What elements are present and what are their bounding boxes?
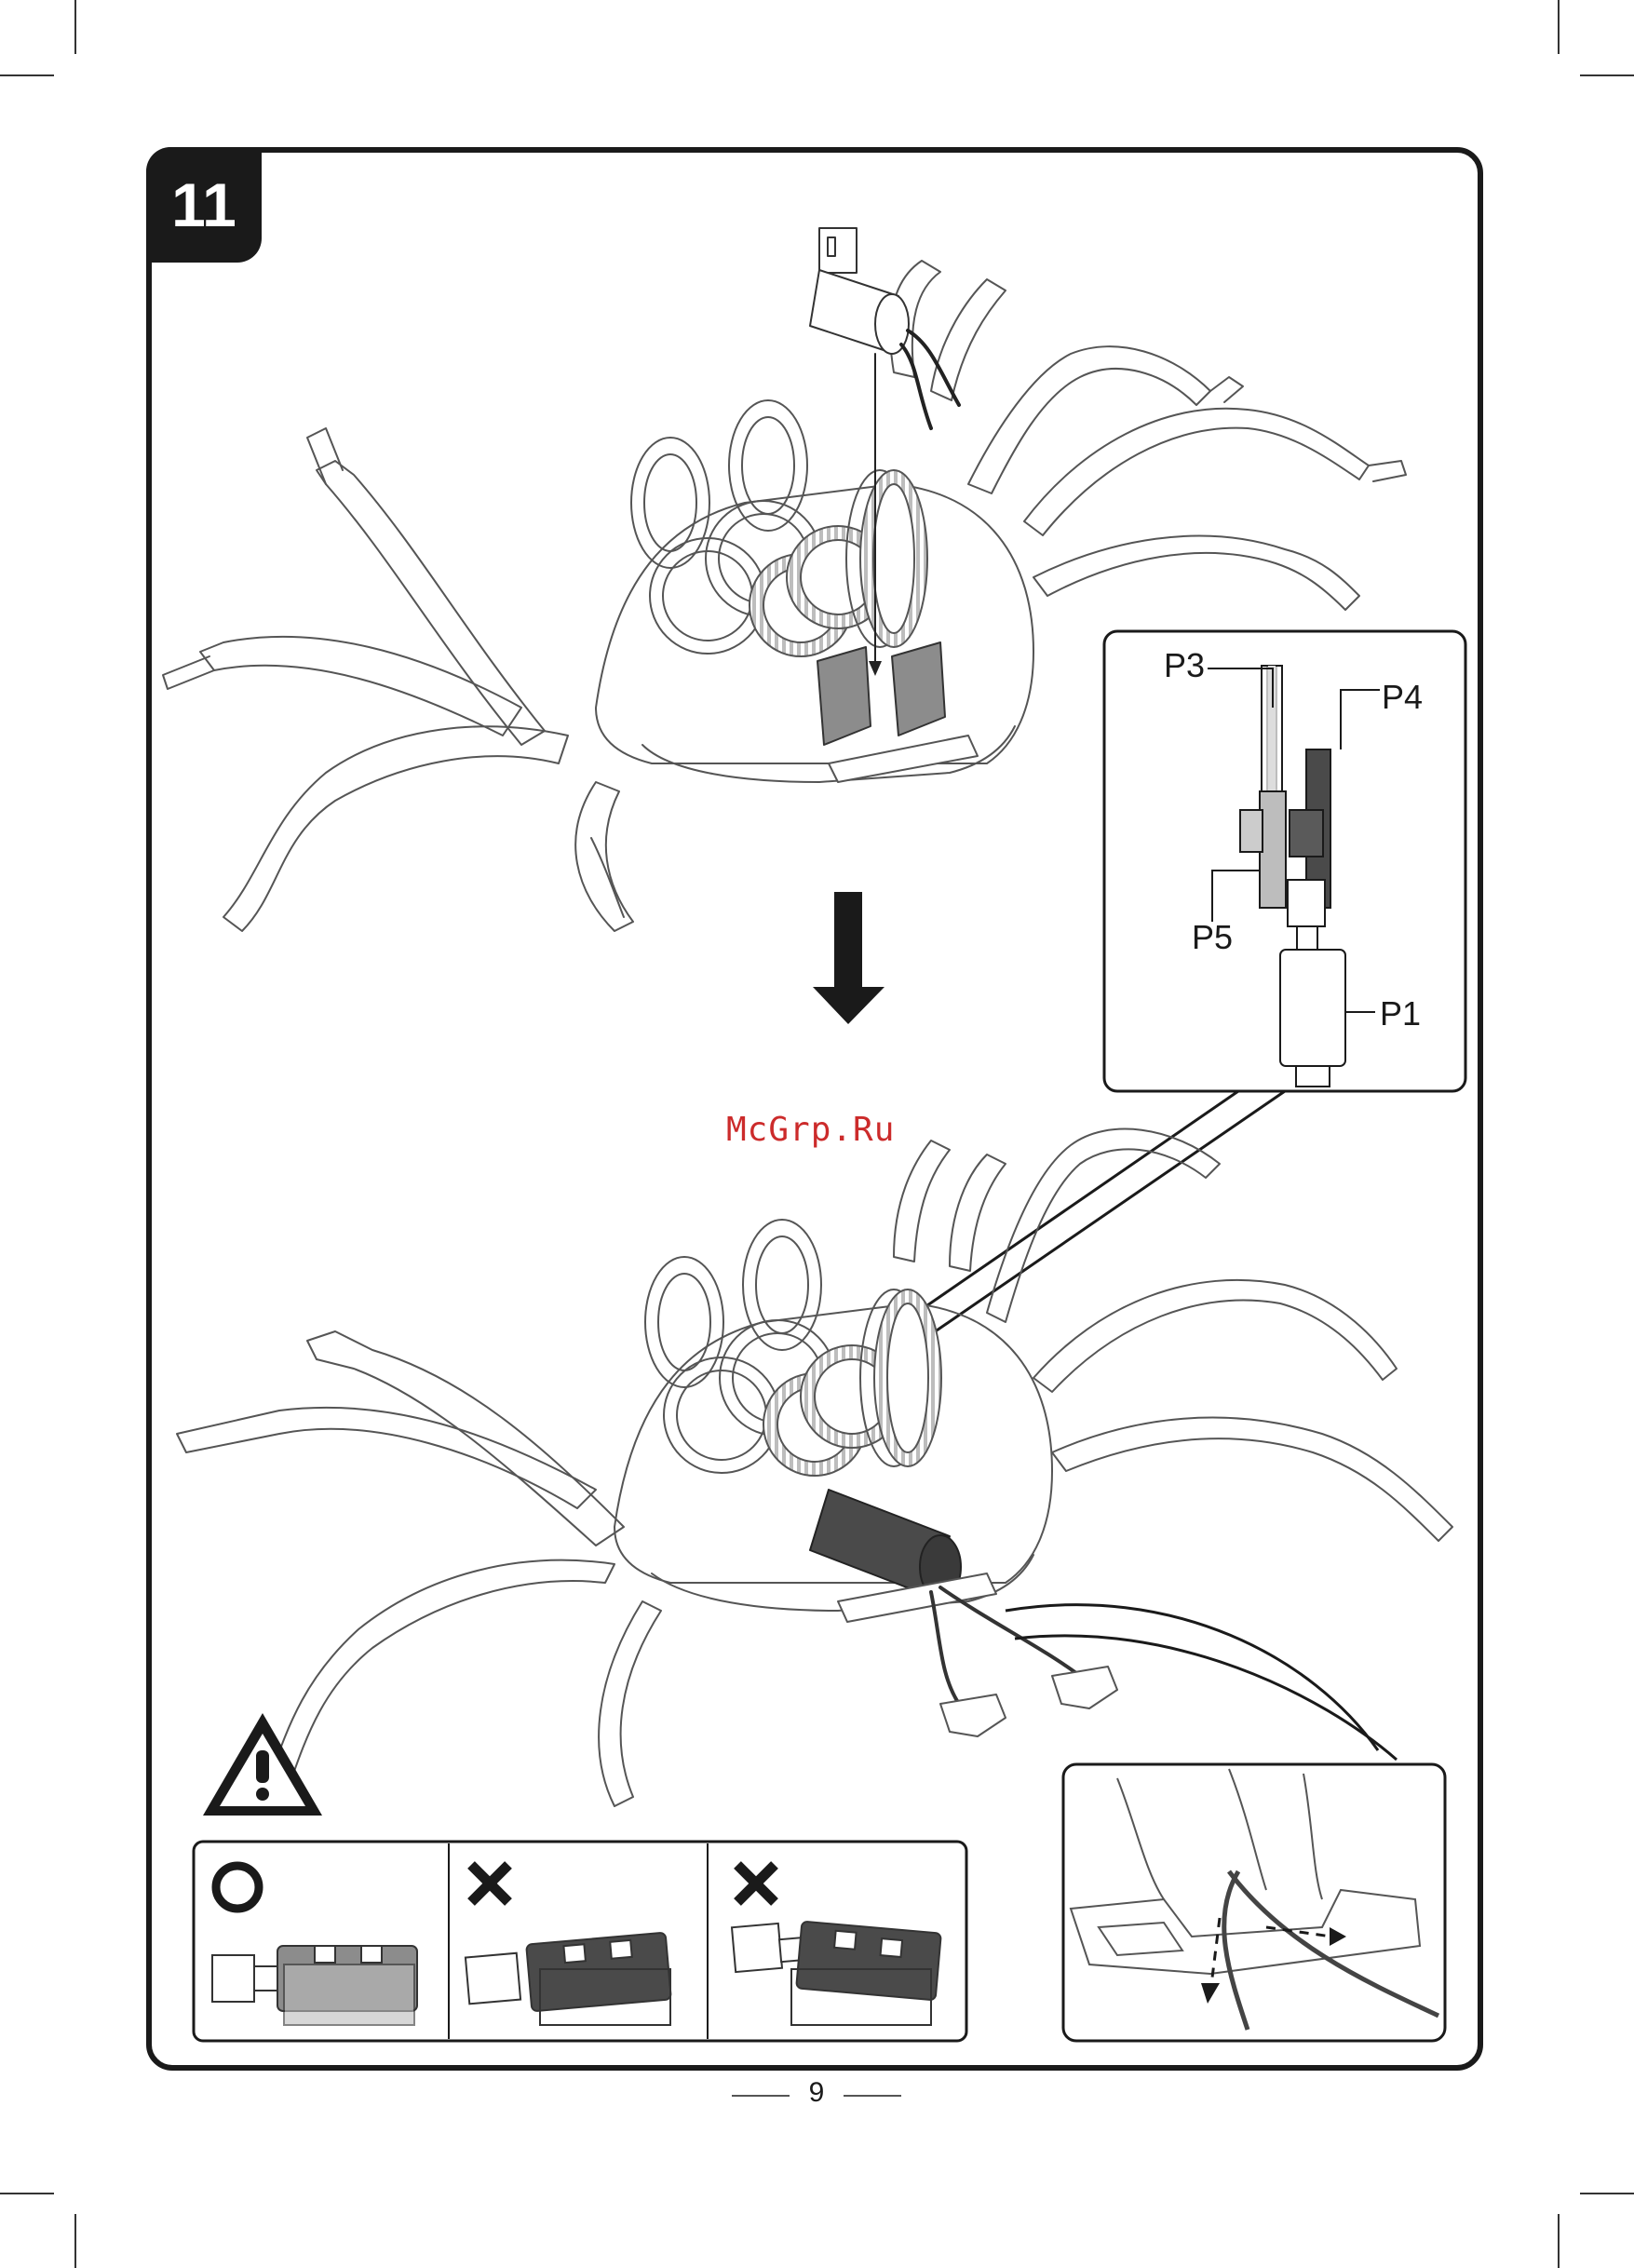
spider-bottom-illustration bbox=[177, 1129, 1452, 1806]
label-p5: P5 bbox=[1192, 918, 1233, 957]
page-number: 9 bbox=[801, 2077, 832, 2109]
label-p4: P4 bbox=[1382, 678, 1423, 717]
label-p3: P3 bbox=[1164, 646, 1205, 685]
orientation-comparison-panel bbox=[194, 1842, 966, 2041]
wire-routing-inset bbox=[1063, 1764, 1445, 2041]
page-number-rule-right bbox=[844, 2095, 901, 2097]
watermark: McGrp.Ru bbox=[726, 1111, 895, 1149]
page-number-rule-left bbox=[732, 2095, 790, 2097]
label-p1: P1 bbox=[1380, 994, 1421, 1033]
warning-triangle-icon bbox=[203, 1713, 322, 1816]
down-arrow-icon bbox=[813, 892, 885, 1024]
callout-pointer bbox=[903, 1091, 1285, 1341]
